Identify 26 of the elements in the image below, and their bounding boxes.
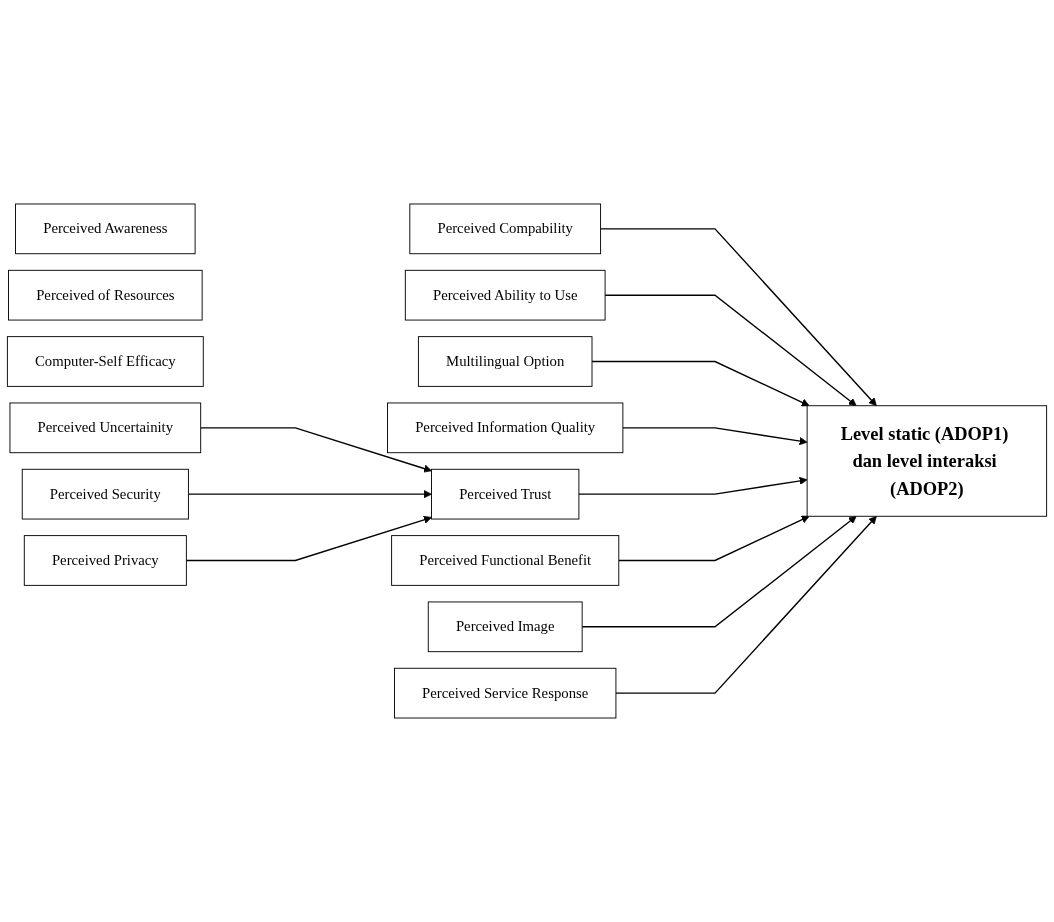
arrow [187, 490, 432, 499]
arrow [622, 427, 808, 446]
arrow [604, 294, 857, 407]
arrow [615, 515, 877, 694]
arrow [618, 515, 810, 562]
node-box: Perceived Privacy [23, 535, 187, 586]
node-box: Multilingual Option [417, 336, 593, 387]
arrow [185, 515, 432, 562]
arrow [578, 476, 808, 495]
arrow [581, 515, 857, 628]
node-box: Perceived of Resources [8, 269, 203, 321]
node-box: Perceived Compability [409, 203, 602, 255]
node-box: Perceived Image [427, 601, 583, 653]
node-box: Perceived Uncertainity [9, 402, 202, 454]
node-box: Perceived Information Quality [387, 402, 624, 454]
node-box: Perceived Service Response [394, 667, 617, 719]
node-box: Perceived Security [21, 468, 189, 520]
arrow [599, 228, 877, 407]
node-box: Level static (ADOP1) dan level interaksi (ADOP2) [806, 405, 1048, 517]
arrow [200, 427, 432, 473]
node-box: Perceived Awareness [15, 203, 196, 255]
node-box: Perceived Trust [431, 468, 580, 520]
node-box: Computer-Self Efficacy [6, 336, 204, 387]
node-box: Perceived Functional Benefit [391, 535, 620, 586]
arrow [591, 360, 810, 407]
node-box: Perceived Ability to Use [404, 269, 606, 321]
